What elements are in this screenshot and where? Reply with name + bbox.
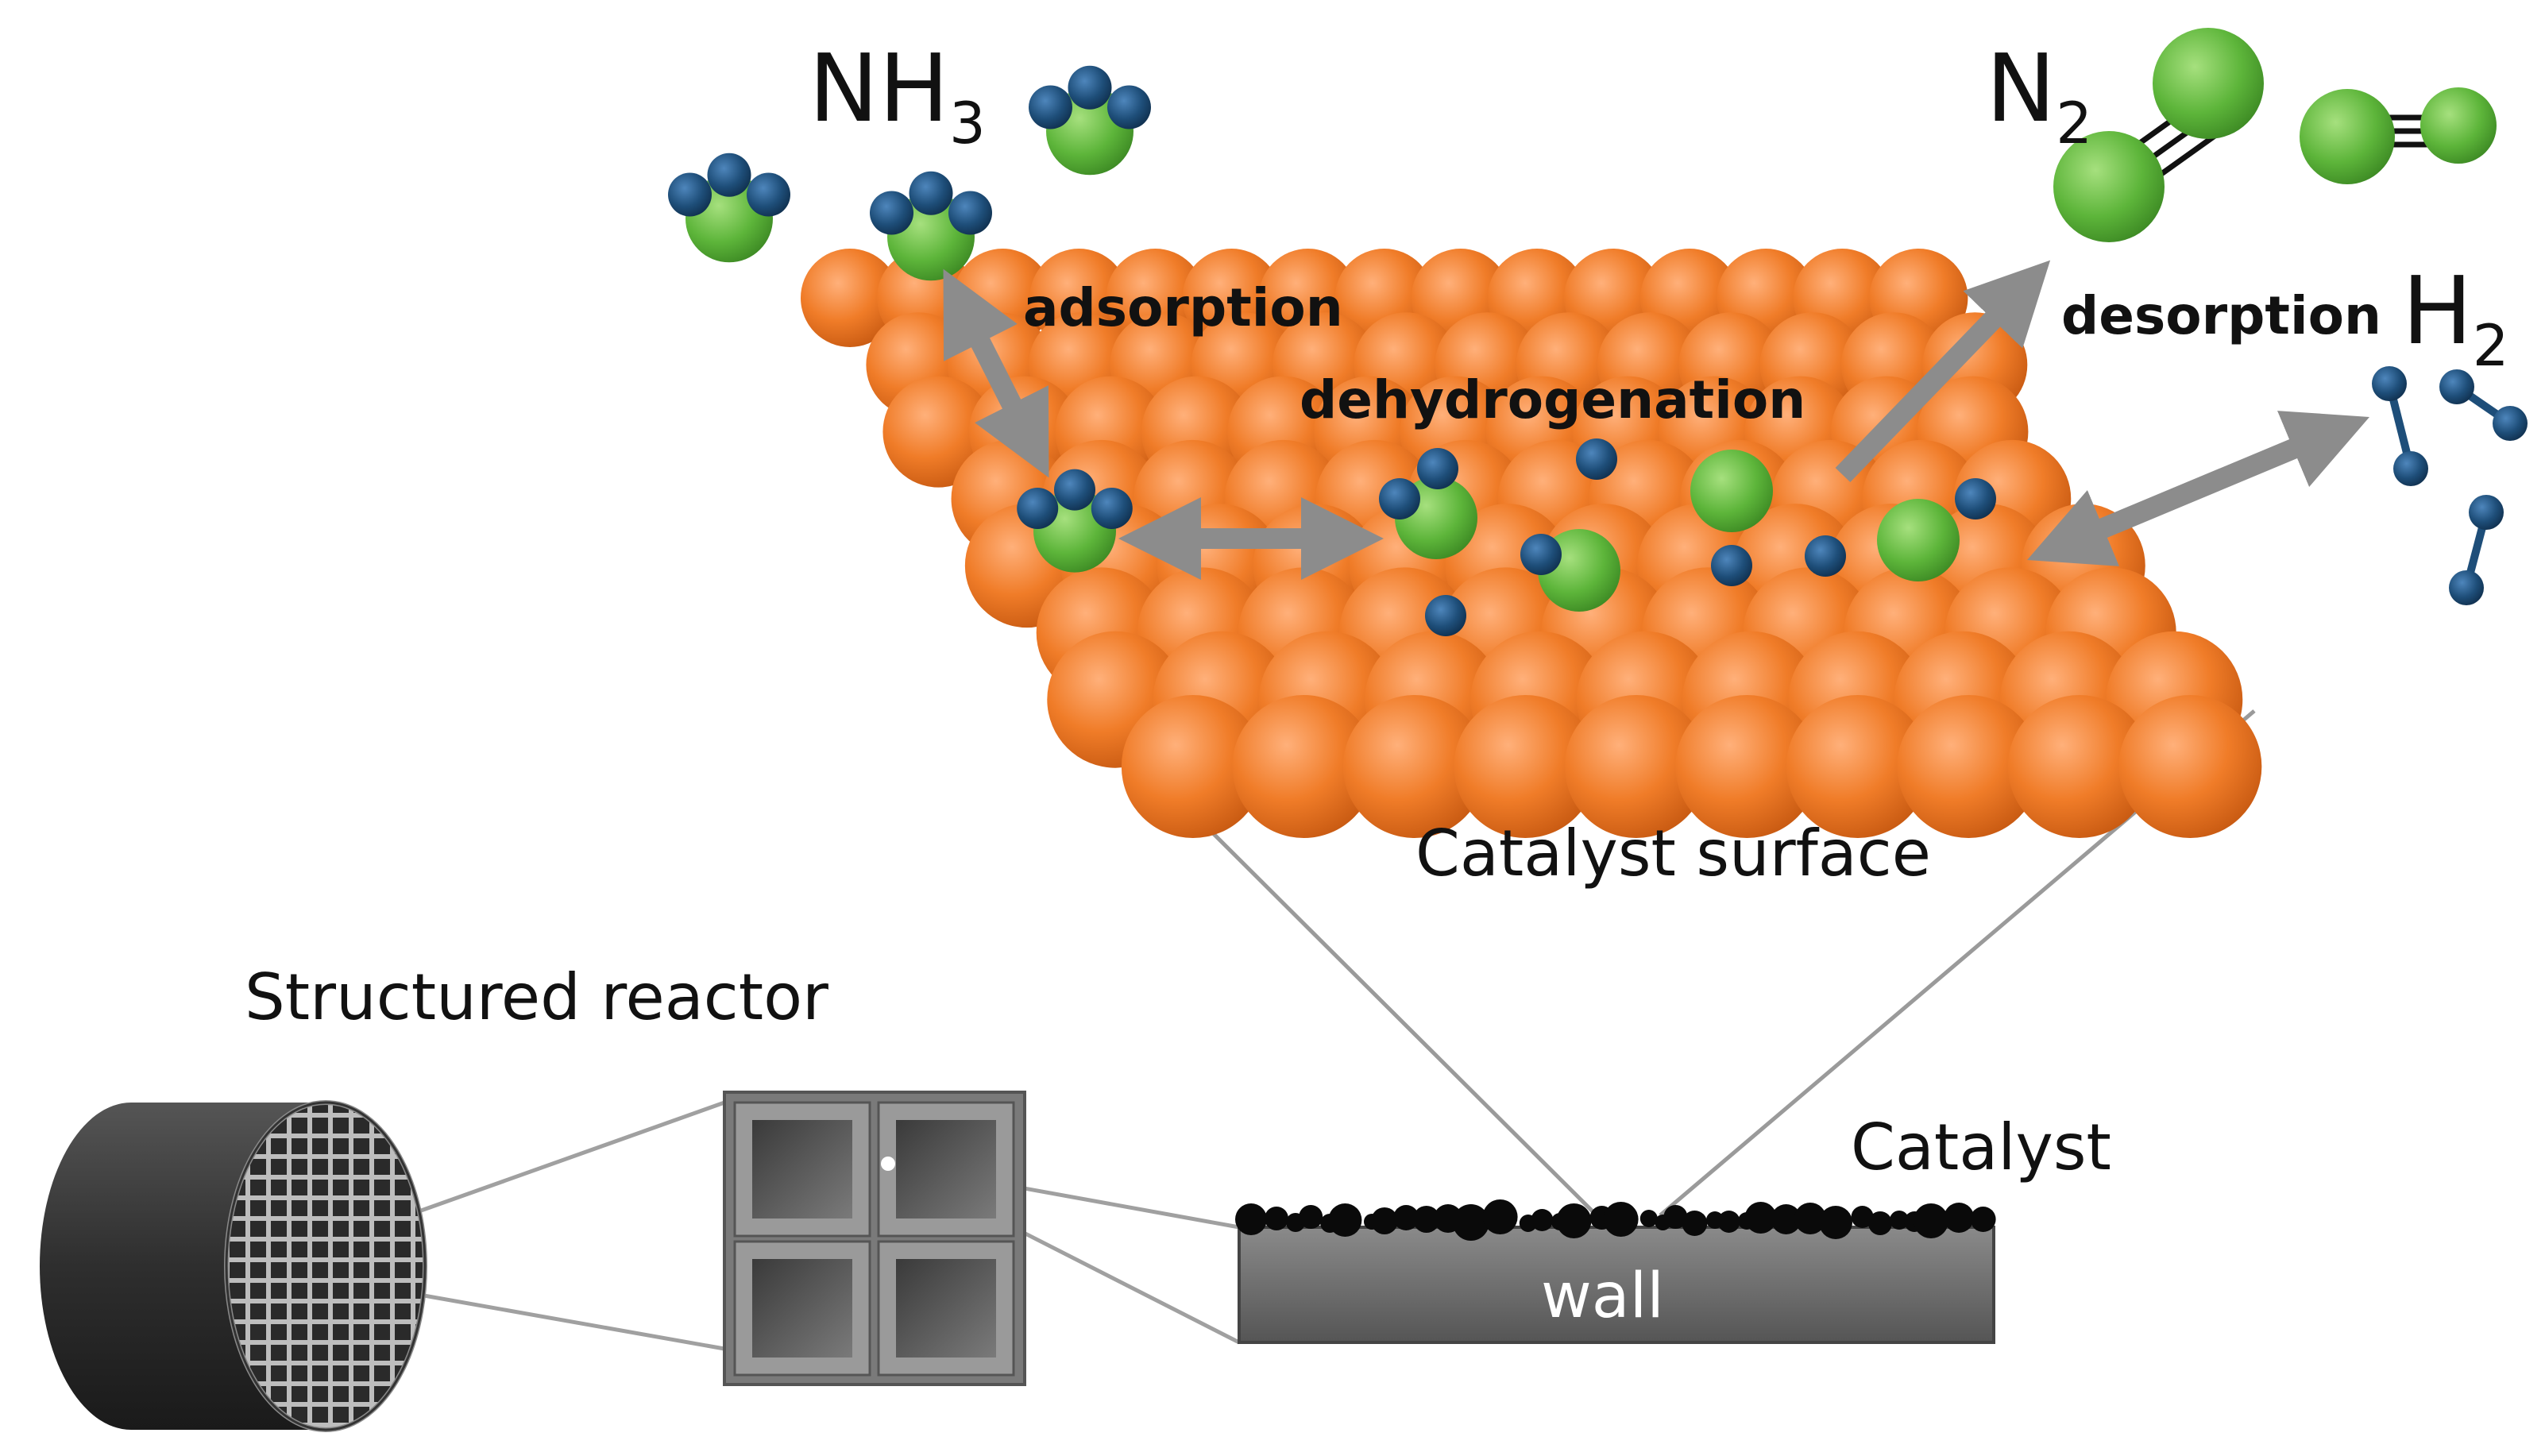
adsorption-arrow xyxy=(943,268,1049,478)
catalyst-particle xyxy=(1663,1205,1688,1229)
catalyst-particle-layer xyxy=(1235,1199,1996,1241)
catalyst-particle xyxy=(1890,1211,1909,1230)
catalyst-particle xyxy=(1531,1209,1554,1231)
catalyst-sphere xyxy=(2007,695,2151,838)
catalyst-particle xyxy=(1482,1199,1518,1234)
desorption-label: desorption xyxy=(2061,285,2381,346)
catalyst-particle xyxy=(1412,1206,1440,1233)
catalyst-particle xyxy=(1868,1211,1892,1235)
catalyst-sphere xyxy=(1342,695,1486,838)
ammonia-molecule-icon xyxy=(870,171,992,281)
catalyst-sphere xyxy=(2118,695,2262,838)
catalyst-particle xyxy=(1944,1203,1975,1233)
catalyst-coated-wall: wall xyxy=(1235,1199,1996,1344)
surface-species xyxy=(1017,438,1996,636)
adsorbed-hydrogen-atom xyxy=(1955,478,1996,519)
nitrogen-formula: N2 xyxy=(1986,33,2092,156)
gas-phase-nitrogen xyxy=(2053,28,2497,242)
catalyst-sphere xyxy=(1675,695,1819,838)
wall-slab xyxy=(1238,1226,1995,1344)
catalyst-sphere xyxy=(1897,695,2041,838)
catalyst-sphere xyxy=(1786,695,1929,838)
catalyst-particle xyxy=(1603,1202,1639,1237)
catalyst-particle xyxy=(1328,1203,1362,1237)
gas-phase-hydrogen xyxy=(2372,366,2528,605)
catalyst-sphere xyxy=(1232,695,1376,838)
nitrogen-molecule-icon xyxy=(2300,87,2497,184)
catalyst-particle xyxy=(1299,1205,1323,1229)
imide-species xyxy=(1520,529,1620,612)
catalyst-surface-label: Catalyst surface xyxy=(1415,817,1931,890)
n2-desorption-arrow xyxy=(1835,260,2051,483)
catalyst-surface xyxy=(801,249,2262,838)
monolith-reactor-icon xyxy=(40,1100,427,1432)
catalyst-particle xyxy=(1819,1206,1852,1239)
catalyst-sphere xyxy=(1564,695,1708,838)
hydrogen-molecule-icon xyxy=(2372,366,2428,486)
catalyst-particle xyxy=(1914,1203,1948,1238)
adsorbed-hydrogen-atom xyxy=(1576,438,1617,480)
catalyst-sphere xyxy=(1454,695,1597,838)
catalyst-particle xyxy=(1235,1203,1267,1235)
hydrogen-molecule-icon xyxy=(2449,495,2504,605)
adsorbed-hydrogen-atom xyxy=(1805,535,1846,577)
catalyst-particle xyxy=(1452,1204,1489,1241)
ammonia-molecule-icon xyxy=(1029,65,1151,176)
channel-block xyxy=(723,1091,1026,1386)
adsorbed-hydrogen-atom xyxy=(1425,595,1466,636)
catalyst-particle xyxy=(1771,1204,1802,1234)
nitrogen-molecule-icon xyxy=(2053,28,2264,242)
amide-species xyxy=(1379,448,1477,559)
catalyst-particle xyxy=(1744,1202,1777,1234)
catalyst-particle xyxy=(1970,1207,1996,1232)
hydrogen-formula: H2 xyxy=(2402,256,2509,379)
catalyst-label: Catalyst xyxy=(1851,1110,2111,1184)
ammonia-formula: NH3 xyxy=(809,33,986,156)
catalyst-particle xyxy=(1265,1207,1288,1230)
catalyst-particle xyxy=(1851,1206,1874,1228)
catalyst-particle xyxy=(1371,1207,1398,1234)
catalyst-particle xyxy=(1393,1205,1419,1230)
adsorbed-nitrogen-atom xyxy=(1877,499,1960,581)
catalyst-particle xyxy=(1717,1211,1740,1233)
catalyst-particle xyxy=(1639,1210,1658,1227)
process-arrows xyxy=(943,260,2369,580)
ammonia-molecule-icon xyxy=(1017,469,1133,573)
adsorption-label: adsorption xyxy=(1023,277,1343,338)
catalyst-particle xyxy=(1682,1211,1708,1236)
catalyst-sphere xyxy=(801,249,899,347)
adsorbed-nitrogen-atom xyxy=(1690,450,1773,532)
hydrogen-molecule-icon xyxy=(2439,369,2528,441)
wall-label: wall xyxy=(1541,1261,1664,1332)
structured-reactor-label: Structured reactor xyxy=(245,960,828,1034)
adsorbed-hydrogen-atom xyxy=(1711,545,1752,586)
gas-phase-ammonia xyxy=(668,65,1151,281)
catalyst-particle xyxy=(1794,1203,1826,1234)
catalyst-particle xyxy=(1556,1203,1592,1238)
h2-desorption-arrow xyxy=(2027,411,2369,566)
catalyst-sphere xyxy=(1121,695,1265,838)
ammonia-molecule-icon xyxy=(668,153,790,263)
dehydrogenation-label: dehydrogenation xyxy=(1300,369,1805,431)
